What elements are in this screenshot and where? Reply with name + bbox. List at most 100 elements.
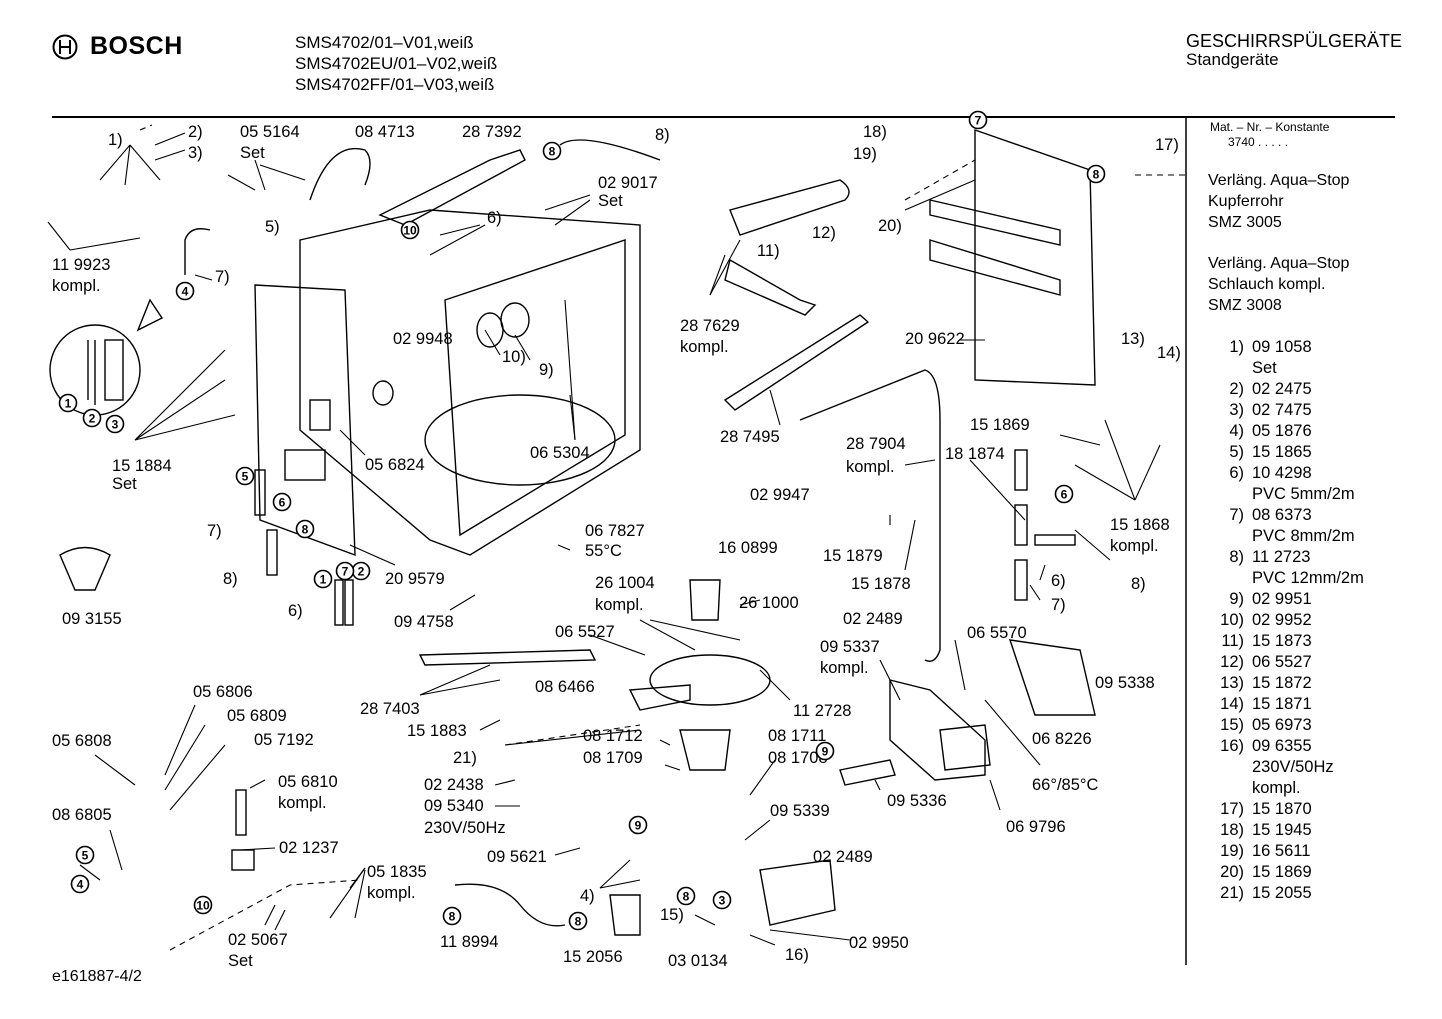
part-value: 10 4298 [1252,464,1312,482]
note-line: Verläng. Aqua–Stop [1208,172,1350,189]
part-label: 28 7403 [360,700,420,718]
parts-list-row: 11)15 1873 [1208,631,1364,652]
marker-ring [442,906,462,926]
part-label: 18 1874 [945,445,1005,463]
circled-marker: 8 [442,906,462,926]
switch-a [231,849,255,871]
part-value: 08 6373 [1252,506,1312,524]
dashed-top [139,124,153,131]
model-2: SMS4702EU/01–V02,weiß [295,54,498,73]
parts-list-row: 2)02 2475 [1208,379,1364,400]
part-value: 15 1865 [1252,443,1312,461]
parts-list-row: Set [1208,358,1364,379]
part-label: 20 9579 [385,570,445,588]
circled-marker: 10 [400,220,420,240]
marker-ring [272,492,292,512]
dashed-wire [169,879,361,951]
part-label: 02 9950 [849,934,909,952]
part-label: 28 7495 [720,428,780,446]
part-index: 8) [1229,548,1244,566]
part-index: 19) [1220,842,1244,860]
part-label: 8) [1131,575,1146,593]
parts-list-row: kompl. [1208,778,1364,799]
parts-list-row: 13)15 1872 [1208,673,1364,694]
marker-ring [968,110,988,130]
model-3: SMS4702FF/01–V03,weiß [295,75,495,94]
part-label: 28 7904 [846,435,906,453]
part-label: kompl. [680,338,729,356]
hose-u [309,148,371,201]
aquastop [609,894,641,936]
part-label: 09 5338 [1095,674,1155,692]
marker-ring [400,220,420,240]
part-label: 02 1237 [279,839,339,857]
marker-ring [235,466,255,486]
part-label: 18) [863,123,887,141]
part-label: 15) [660,906,684,924]
filter-plate [649,654,771,706]
pump-motor [939,724,991,771]
part-index: 12) [1220,653,1244,671]
parts-list-row: 6)10 4298 [1208,463,1364,484]
part-label: 09 3155 [62,610,122,628]
part-value: 15 2055 [1252,884,1312,902]
part-value: kompl. [1252,779,1301,797]
part-value: 02 7475 [1252,401,1312,419]
note-line: Verläng. Aqua–Stop [1208,255,1350,272]
marker-ring [82,408,102,428]
part-label: 05 6810 [278,773,338,791]
part-label: 09 5336 [887,792,947,810]
part-value: 09 6355 [1252,737,1312,755]
pcb-left [284,449,326,481]
part-value: 11 2723 [1252,548,1311,566]
part-label: 21) [453,749,477,767]
tube-a [1014,449,1028,491]
subcategory-title: Standgeräte [1186,50,1279,69]
circled-marker: 1 [58,393,78,413]
marker-ring [295,519,315,539]
part-label: 02 2489 [813,848,873,866]
part-value: PVC 12mm/2m [1252,569,1364,587]
document-id: e161887-4/2 [52,968,142,985]
marker-number: 2 [358,565,365,579]
parts-list-row: 21)15 2055 [1208,883,1364,904]
part-label: 15 2056 [563,948,623,966]
part-value: 15 1871 [1252,695,1312,713]
part-label: 08 6805 [52,806,112,824]
part-index: 20) [1220,863,1244,881]
conduit-2 [724,258,817,316]
door-rail-2 [929,199,1061,246]
part-label: 19) [853,145,877,163]
model-1: SMS4702/01–V01,weiß [295,33,474,52]
part-index [1208,757,1252,778]
part-index: 3) [1229,401,1244,419]
marker-number: 9 [635,819,642,833]
part-label: Set [240,144,265,162]
brand-logo: BOSCH [52,32,183,61]
part-value: Set [1252,359,1277,377]
part-index [1208,526,1252,547]
part-label: kompl. [278,794,327,812]
circled-marker: 8 [676,886,696,906]
part-label: 08 1712 [583,727,643,745]
part-label: 12) [812,224,836,242]
circled-marker: 5 [235,466,255,486]
circled-marker: 2 [82,408,102,428]
marker-ring [105,414,125,434]
parts-list-row: 1)09 1058 [1208,337,1364,358]
parts-list-row: 5)15 1865 [1208,442,1364,463]
part-index: 9) [1229,590,1244,608]
parts-list-row: 4)05 1876 [1208,421,1364,442]
marker-number: 5 [242,470,249,484]
tube-left-a [254,469,266,516]
part-label: 05 6824 [365,456,425,474]
marker-number: 10 [403,224,417,238]
marker-number: 2 [89,412,96,426]
circled-marker: 7 [968,110,988,130]
circled-marker: 9 [815,741,835,761]
part-value: 15 1873 [1252,632,1312,650]
marker-number: 6 [1061,488,1068,502]
tube-left-c [334,579,344,626]
part-label: 09 5337 [820,638,880,656]
part-label: 8) [655,126,670,144]
